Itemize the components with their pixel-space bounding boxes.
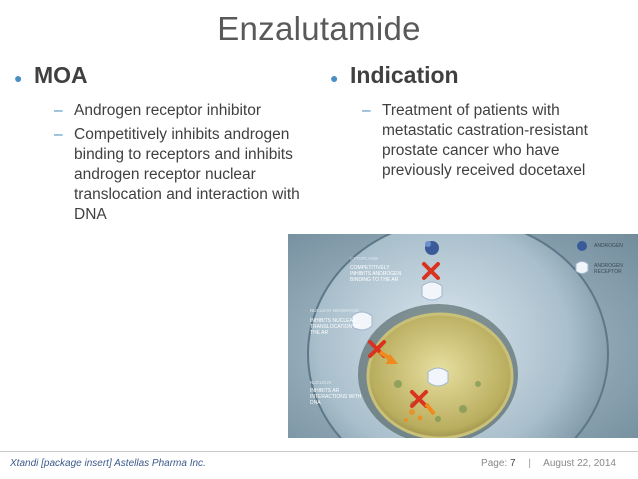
slide-title: Enzalutamide	[217, 10, 421, 47]
moa-item: – Competitively inhibits androgen bindin…	[54, 125, 320, 225]
androgen-icon	[425, 241, 439, 255]
step2-label: INHIBITS NUCLEAR TRANSLOCATION OF THE AR	[310, 318, 361, 336]
cell-diagram	[288, 234, 638, 438]
moa-item-text: Competitively inhibits androgen binding …	[74, 126, 300, 223]
indication-bullet: ● Indication	[330, 62, 630, 89]
footer-date: August 22, 2014	[543, 458, 616, 469]
indication-item-text: Treatment of patients with metastatic ca…	[382, 102, 588, 179]
footer-separator: |	[528, 458, 531, 469]
legend-receptor-icon	[575, 261, 589, 274]
indication-item: – Treatment of patients with metastatic …	[362, 101, 630, 181]
dash-icon: –	[54, 102, 63, 119]
mechanism-illustration: CYTOPLASM COMPETITIVELY INHIBITS ANDROGE…	[288, 234, 638, 438]
legend-androgen-icon	[577, 241, 587, 251]
nucleus-label: NUCLEUS	[310, 380, 332, 385]
block-cross-icon	[410, 390, 428, 408]
bullet-dot-icon: ●	[330, 70, 339, 86]
indication-heading: Indication	[350, 62, 459, 88]
moa-bullet: ● MOA	[14, 62, 320, 89]
indication-section: ● Indication – Treatment of patients wit…	[330, 62, 630, 181]
nuclear-membrane-label: NUCLEAR MEMBRANE	[310, 308, 359, 313]
dash-icon: –	[362, 102, 371, 119]
receptor-icon	[421, 281, 443, 301]
receptor-icon	[427, 367, 449, 387]
footer-meta: Page: 7 | August 22, 2014	[481, 458, 616, 469]
moa-heading: MOA	[34, 62, 88, 88]
dash-icon: –	[54, 126, 63, 143]
step3-label: INHIBITS AR INTERACTIONS WITH DNA	[310, 388, 362, 406]
bullet-dot-icon: ●	[14, 70, 23, 86]
dna-arrow-icon	[424, 402, 436, 416]
legend-androgen-label: ANDROGEN	[594, 243, 623, 249]
block-cross-icon	[422, 262, 440, 280]
moa-item: – Androgen receptor inhibitor	[54, 101, 320, 121]
moa-item-text: Androgen receptor inhibitor	[74, 102, 261, 119]
cytoplasm-label: CYTOPLASM	[350, 256, 378, 261]
page-number: 7	[509, 458, 516, 469]
legend-receptor-label: ANDROGEN RECEPTOR	[594, 263, 623, 275]
page-label: Page:	[481, 458, 508, 469]
footer-source: Xtandi [package insert] Astellas Pharma …	[10, 458, 206, 469]
moa-section: ● MOA – Androgen receptor inhibitor – Co…	[14, 62, 320, 225]
step1-label: COMPETITIVELY INHIBITS ANDROGEN BINDING …	[350, 265, 402, 283]
footer-divider	[0, 451, 638, 452]
receptor-icon	[351, 311, 373, 331]
